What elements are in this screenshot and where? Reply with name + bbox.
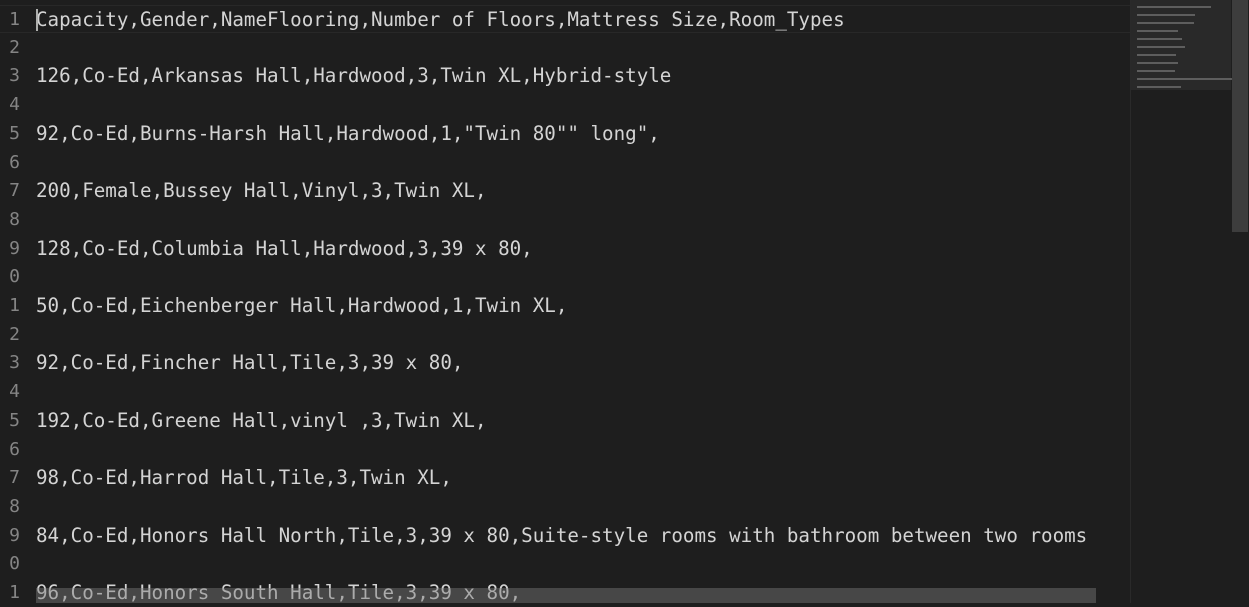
line-number: 5	[0, 120, 20, 148]
line-number: 6	[0, 149, 20, 177]
line-text[interactable]: 84,Co-Ed,Honors Hall North,Tile,3,39 x 8…	[36, 523, 1088, 547]
line-text[interactable]: 126,Co-Ed,Arkansas Hall,Hardwood,3,Twin …	[36, 64, 672, 88]
editor-line[interactable]: 0	[0, 550, 1130, 578]
line-number-text: 3	[9, 352, 20, 374]
minimap-line	[1137, 22, 1194, 24]
editor-line[interactable]: 6	[0, 149, 1130, 177]
minimap-line	[1137, 46, 1185, 48]
line-number: 9	[0, 235, 20, 263]
vertical-scrollbar-thumb[interactable]	[1232, 0, 1248, 232]
editor-line[interactable]: 4	[0, 378, 1130, 406]
line-number: 2	[0, 34, 20, 62]
line-text[interactable]: 50,Co-Ed,Eichenberger Hall,Hardwood,1,Tw…	[36, 294, 568, 317]
line-number-text: 8	[9, 208, 20, 230]
editor-line[interactable]: 7 98,Co-Ed,Harrod Hall,Tile,3,Twin XL,	[0, 464, 1130, 492]
editor-line[interactable]: 5 92,Co-Ed,Burns-Harsh Hall,Hardwood,1,"T…	[0, 120, 1130, 148]
editor-line[interactable]: 8	[0, 493, 1130, 521]
line-number-text: 2	[9, 323, 20, 345]
line-text[interactable]: 128,Co-Ed,Columbia Hall,Hardwood,3,39 x …	[36, 236, 533, 260]
editor-line[interactable]: 9 84,Co-Ed,Honors Hall North,Tile,3,39 x …	[0, 522, 1130, 550]
minimap-line	[1137, 14, 1195, 16]
line-number-text: 5	[9, 409, 20, 431]
line-number: 4	[0, 91, 20, 119]
minimap-line	[1137, 78, 1233, 80]
editor-line[interactable]: 0	[0, 263, 1130, 291]
code-editor[interactable]: 1 Capacity,Gender,NameFlooring,Number of …	[0, 0, 1130, 604]
line-number: 9	[0, 522, 20, 550]
line-number-text: 8	[9, 495, 20, 517]
line-number-text: 4	[9, 94, 20, 116]
minimap-line	[1137, 86, 1181, 88]
line-number-text: 0	[9, 553, 20, 575]
line-number-text: 0	[9, 266, 20, 288]
line-number: 7	[0, 177, 20, 205]
editor-line[interactable]: 1 Capacity,Gender,NameFlooring,Number of …	[0, 5, 1130, 33]
line-number-text: 5	[9, 122, 20, 144]
editor-line[interactable]: 2	[0, 34, 1130, 62]
line-number-text: 9	[9, 524, 20, 546]
line-number-text: 6	[9, 438, 20, 460]
minimap[interactable]	[1130, 0, 1249, 603]
line-number: 3	[0, 349, 20, 377]
line-number: 3	[0, 62, 20, 90]
editor-line[interactable]: 2	[0, 321, 1130, 349]
line-number: 0	[0, 550, 20, 578]
line-number: 1	[0, 292, 20, 320]
line-text[interactable]: Capacity,Gender,NameFlooring,Number of F…	[36, 8, 845, 31]
editor-line[interactable]: 1 96,Co-Ed,Honors South Hall,Tile,3,39 x …	[0, 579, 1130, 607]
minimap-line	[1137, 70, 1175, 72]
editor-line[interactable]: 5 192,Co-Ed,Greene Hall,vinyl ,3,Twin XL,	[0, 407, 1130, 435]
line-number: 1	[0, 579, 20, 607]
line-number-text: 1	[9, 9, 20, 30]
line-number: 4	[0, 378, 20, 406]
line-number: 7	[0, 464, 20, 492]
line-text[interactable]: 92,Co-Ed,Burns-Harsh Hall,Hardwood,1,"Tw…	[36, 121, 660, 145]
vertical-scrollbar[interactable]	[1232, 0, 1248, 603]
editor-line[interactable]: 6	[0, 436, 1130, 464]
horizontal-scrollbar[interactable]	[36, 588, 1096, 603]
minimap-line	[1137, 62, 1178, 64]
line-text[interactable]: 192,Co-Ed,Greene Hall,vinyl ,3,Twin XL,	[36, 408, 487, 432]
line-number-text: 7	[9, 467, 20, 489]
line-text[interactable]: 98,Co-Ed,Harrod Hall,Tile,3,Twin XL,	[36, 466, 452, 490]
editor-line[interactable]: 3 92,Co-Ed,Fincher Hall,Tile,3,39 x 80,	[0, 349, 1130, 377]
editor-line[interactable]: 7 200,Female,Bussey Hall,Vinyl,3,Twin XL,	[0, 177, 1130, 205]
line-number-text: 2	[9, 36, 20, 58]
minimap-line	[1137, 6, 1211, 8]
text-cursor	[36, 9, 38, 31]
minimap-line	[1137, 30, 1178, 32]
line-number: 6	[0, 436, 20, 464]
editor-line[interactable]: 8	[0, 206, 1130, 234]
line-number: 8	[0, 206, 20, 234]
line-number-text: 4	[9, 381, 20, 403]
line-number-text: 9	[9, 237, 20, 259]
minimap-line	[1137, 54, 1176, 56]
line-text[interactable]: 92,Co-Ed,Fincher Hall,Tile,3,39 x 80,	[36, 351, 464, 375]
editor-line[interactable]: 4	[0, 91, 1130, 119]
line-number-text: 7	[9, 180, 20, 202]
line-text[interactable]: 200,Female,Bussey Hall,Vinyl,3,Twin XL,	[36, 179, 487, 203]
line-number-text: 1	[9, 582, 20, 603]
line-number: 0	[0, 263, 20, 291]
editor-line[interactable]: 1 50,Co-Ed,Eichenberger Hall,Hardwood,1,T…	[0, 292, 1130, 320]
minimap-line	[1137, 38, 1182, 40]
line-number-text: 6	[9, 151, 20, 173]
line-number: 2	[0, 321, 20, 349]
line-number: 5	[0, 407, 20, 435]
editor-line[interactable]: 3 126,Co-Ed,Arkansas Hall,Hardwood,3,Twin…	[0, 62, 1130, 90]
editor-line[interactable]: 9 128,Co-Ed,Columbia Hall,Hardwood,3,39 x…	[0, 235, 1130, 263]
line-number: 8	[0, 493, 20, 521]
line-text[interactable]: 96,Co-Ed,Honors South Hall,Tile,3,39 x 8…	[36, 581, 522, 604]
line-number: 1	[0, 6, 20, 34]
line-number-text: 1	[9, 295, 20, 316]
line-number-text: 3	[9, 65, 20, 87]
